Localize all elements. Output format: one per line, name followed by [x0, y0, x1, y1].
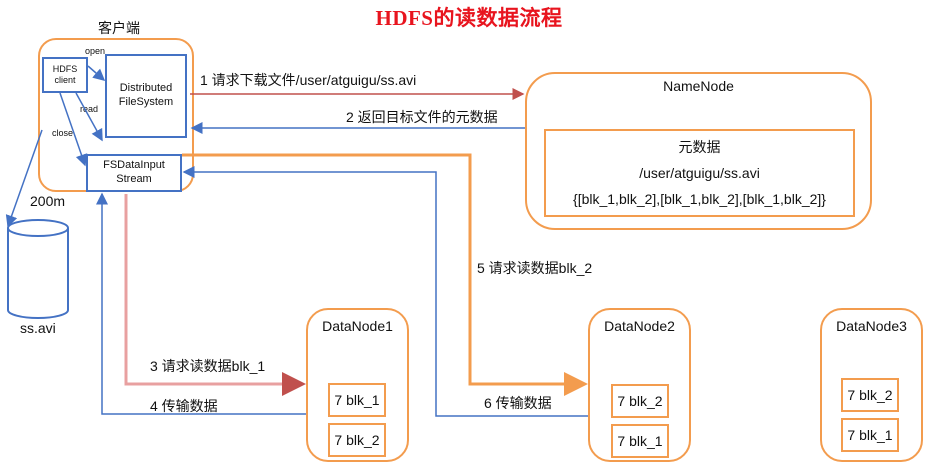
read-label: read	[80, 104, 99, 114]
file-arrow	[5, 129, 43, 228]
datanode1-block-2: 7 blk_2	[328, 423, 386, 457]
file-name: ss.avi	[20, 320, 56, 336]
datanode3-block-2: 7 blk_1	[841, 418, 899, 452]
step-6-arrow	[182, 166, 588, 417]
datanode1-block-1: 7 blk_1	[328, 383, 386, 417]
datanode3-title: DataNode3	[836, 318, 907, 334]
datanode3-block-1: 7 blk_2	[841, 378, 899, 412]
step-3-label: 3 请求读数据blk_1	[150, 358, 266, 374]
step-1-label: 1 请求下载文件/user/atguigu/ss.avi	[200, 72, 417, 88]
datanode2-block-2: 7 blk_1	[611, 424, 669, 458]
distributed-fs-label: Distributed FileSystem	[118, 82, 174, 108]
namenode-title: NameNode	[663, 78, 734, 94]
metadata-box: 元数据 /user/atguigu/ss.avi {[blk_1,blk_2],…	[544, 129, 855, 217]
datanode2-title: DataNode2	[604, 318, 675, 334]
metadata-title: 元数据	[678, 139, 721, 155]
distributed-fs-box: Distributed FileSystem	[105, 54, 187, 138]
step-5-arrow	[182, 153, 588, 396]
step-3-arrow	[124, 194, 306, 396]
page-title: HDFS的读数据流程	[375, 6, 563, 30]
open-label: open	[85, 46, 106, 56]
fsdatainputstream-box: FSDataInput Stream	[86, 154, 182, 192]
open-arrow	[87, 65, 106, 81]
step-2-label: 2 返回目标文件的元数据	[346, 109, 498, 125]
step-4-label: 4 传输数据	[150, 398, 218, 414]
datanode2-block-1: 7 blk_2	[611, 384, 669, 418]
step-5-label: 5 请求读数据blk_2	[477, 260, 593, 276]
close-label: close	[52, 128, 74, 138]
hdfs-client-box: HDFS client	[42, 57, 88, 93]
step-6-label: 6 传输数据	[484, 395, 552, 411]
fsdatainputstream-label: FSDataInput Stream	[103, 159, 165, 185]
metadata-path: /user/atguigu/ss.avi	[639, 165, 760, 181]
read-arrow	[75, 92, 103, 142]
file-cylinder-icon	[7, 219, 69, 319]
close-arrow	[59, 92, 88, 167]
metadata-blocks: {[blk_1,blk_2],[blk_1,blk_2],[blk_1,blk_…	[573, 191, 826, 207]
hdfs-client-label: HDFS client	[52, 63, 78, 85]
file-size-top: 200m	[30, 193, 66, 209]
step-4-arrow	[96, 192, 306, 415]
datanode1-title: DataNode1	[322, 318, 393, 334]
client-label: 客户端	[98, 20, 140, 36]
